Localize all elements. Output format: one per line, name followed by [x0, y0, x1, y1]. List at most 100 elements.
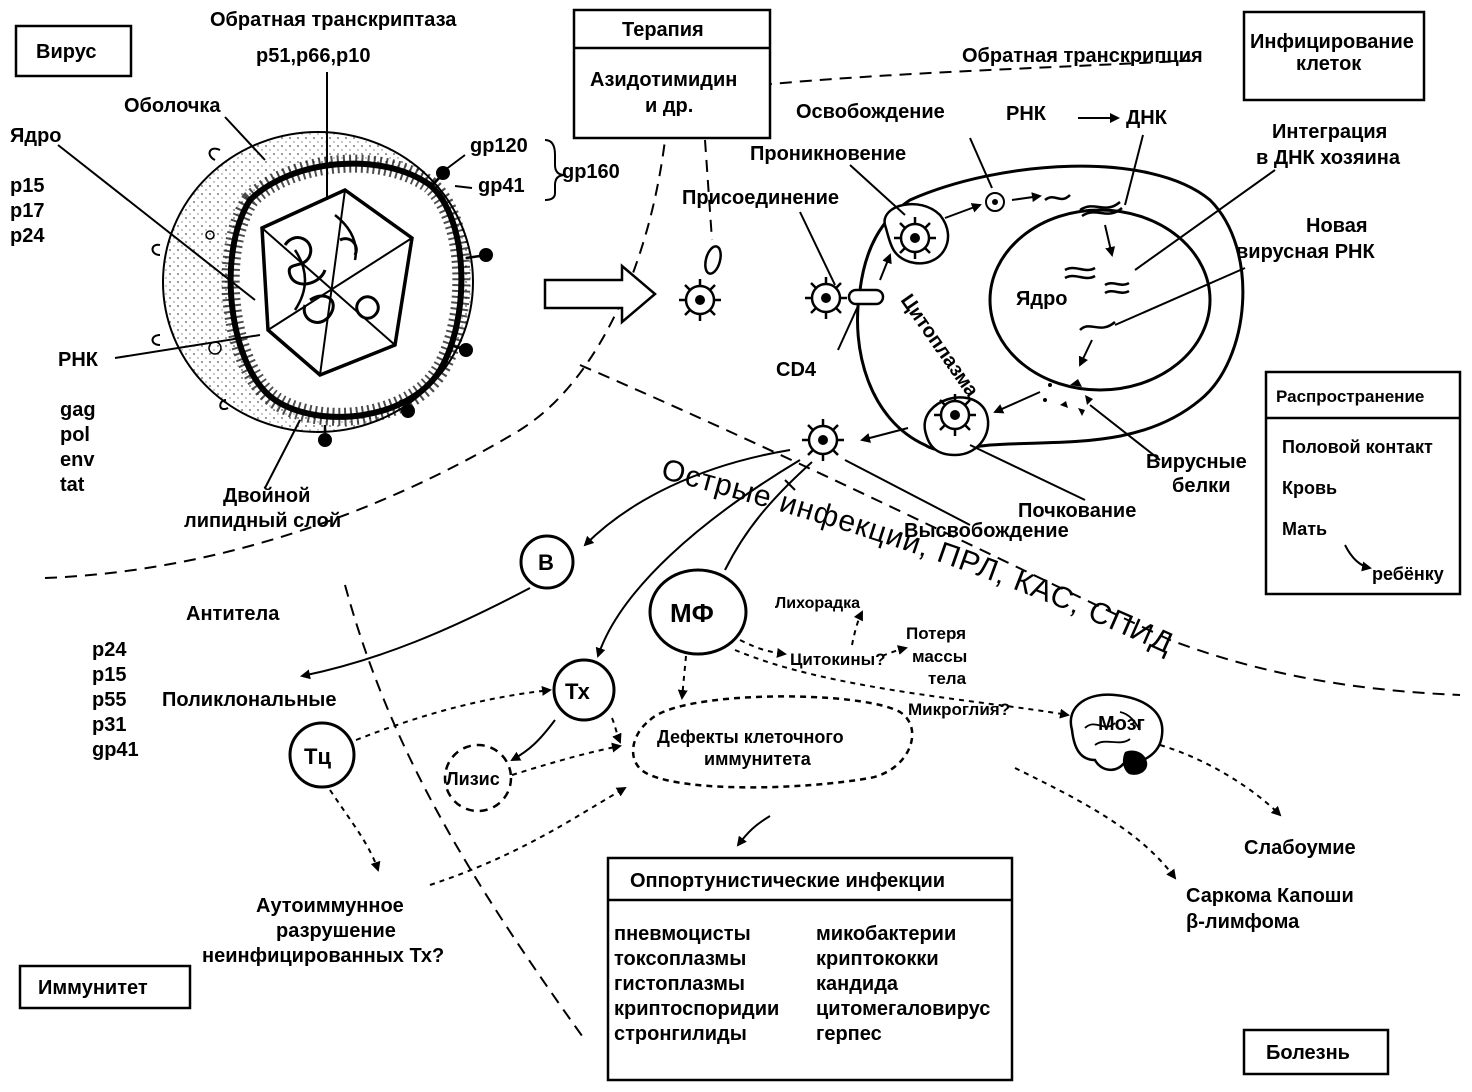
gp41-label: gp41 [478, 175, 525, 197]
virion-leader-lines [57, 72, 473, 489]
cd4-label: CD4 [776, 359, 817, 381]
weight-loss-label-2: массы [912, 647, 967, 666]
gp120-label: gp120 [470, 135, 528, 157]
ab-p55-label: p55 [92, 689, 126, 711]
ab-p15-label: p15 [92, 664, 126, 686]
virus-particles [677, 192, 1005, 463]
polyclonal-label: Поликлональные [162, 689, 337, 711]
oi-right-item: криптококки [816, 948, 939, 970]
lipid-label-1: Двойной [223, 485, 310, 507]
antibodies-label: Антитела [186, 603, 280, 625]
oi-left-item: пневмоцисты [614, 923, 751, 945]
cell-nucleus-label: Ядро [1016, 288, 1068, 310]
cell-arrows [799, 134, 1276, 526]
env-label: env [60, 449, 95, 471]
reverse-transcription-label: Обратная транскрипция [962, 45, 1203, 67]
disease-label: Болезнь [1266, 1042, 1350, 1064]
b-cell-label: B [538, 550, 554, 575]
gp160-label: gp160 [562, 161, 620, 183]
core-label: Ядро [10, 125, 62, 147]
hiv-virion-illustration [151, 131, 493, 447]
viral-proteins-label-1: Вирусные [1146, 451, 1247, 473]
oi-left-item: токсоплазмы [614, 948, 746, 970]
tc-cell [288, 721, 356, 789]
lysis-label: Лизис [446, 769, 500, 789]
entry-arrow [543, 263, 657, 325]
cytokines-label: Цитокины? [790, 650, 885, 669]
macrophage-label: МФ [670, 598, 714, 628]
defects-label-1: Дефекты клеточного [657, 727, 844, 747]
cell-rna-label: РНК [1006, 103, 1047, 125]
cell-infection-label-1: Инфицирование [1250, 31, 1414, 53]
opportunistic-infections-box: Оппортунистические инфекции пневмоцисты … [606, 856, 1014, 1082]
virus-label: Вирус [36, 41, 96, 63]
b-cell [519, 534, 575, 590]
autoimmune-label-1: Аутоиммунное [256, 895, 404, 917]
macrophage-cell [648, 568, 748, 656]
reverse-transcriptase-label: Обратная транскриптаза [210, 9, 457, 31]
host-cell: Ядро Цитоплазма [856, 164, 1245, 452]
therapy-drug: Азидотимидин [590, 69, 737, 91]
microglia-label: Микроглия? [908, 700, 1010, 719]
dementia-label: Слабоумие [1244, 837, 1356, 859]
rna-label: РНК [58, 349, 99, 371]
liberation-label: Высвобождение [904, 520, 1069, 542]
fever-label: Лихорадка [775, 595, 860, 612]
new-rna-label-1: Новая [1306, 215, 1367, 237]
penetration-label: Проникновение [750, 143, 906, 165]
p24-label: p24 [10, 225, 45, 247]
lipid-label-2: липидный слой [184, 510, 341, 532]
defects-label-2: иммунитета [704, 749, 812, 769]
viral-proteins-label-2: белки [1172, 475, 1231, 497]
brain-icon [1069, 693, 1164, 775]
oi-right-item: герпес [816, 1023, 882, 1045]
boundary-therapy [759, 59, 1201, 86]
spread-title: Распространение [1276, 387, 1424, 406]
cell-infection-label-2: клеток [1296, 53, 1362, 75]
release-label: Освобождение [796, 101, 945, 123]
disease-box: Болезнь [1242, 1028, 1390, 1076]
therapy-etc: и др. [645, 95, 693, 117]
gp-brace [544, 139, 566, 201]
opportunistic-title: Оппортунистические инфекции [630, 870, 945, 892]
th-cell [552, 658, 616, 722]
brain-label: Мозг [1098, 713, 1145, 735]
th-cell-label: Тх [565, 679, 591, 704]
ab-p24-label: p24 [92, 639, 127, 661]
boundary-disease [579, 364, 1461, 696]
immune-arrows [300, 449, 1282, 886]
oi-right-item: кандида [816, 973, 899, 995]
budding-label: Почкование [1018, 500, 1136, 522]
ab-gp41-label: gp41 [92, 739, 139, 761]
lysis-cell [443, 743, 513, 813]
mother-child-arrow [1344, 544, 1372, 572]
immunity-box: Иммунитет [18, 964, 192, 1010]
dna-label: ДНК [1126, 107, 1168, 129]
new-rna-label-2: вирусная РНК [1236, 241, 1376, 263]
integration-label-2: в ДНК хозяина [1256, 147, 1401, 169]
oi-left-item: стронгилиды [614, 1023, 747, 1045]
spread-sexual: Половой контакт [1282, 437, 1433, 457]
boundary-virus-immunity [44, 139, 666, 579]
cell-infection-box: Инфицирование клеток [1242, 10, 1426, 102]
spread-box: Распространение Половой контакт Кровь Ма… [1264, 370, 1462, 596]
weight-loss-label-1: Потеря [906, 624, 966, 643]
p17-label: p17 [10, 200, 44, 222]
weight-loss-label-3: тела [928, 669, 967, 688]
attachment-label: Присоединение [682, 187, 839, 209]
therapy-title: Терапия [622, 19, 704, 41]
tat-label: tat [60, 474, 85, 496]
lymphoma-label: β-лимфома [1186, 911, 1300, 933]
kaposi-label: Саркома Капоши [1186, 885, 1354, 907]
spread-blood: Кровь [1282, 478, 1337, 498]
spread-mother: Мать [1282, 519, 1327, 539]
virus-box: Вирус [14, 24, 133, 78]
spread-child: ребёнку [1372, 564, 1444, 584]
oi-right-item: цитомегаловирус [816, 998, 990, 1020]
ab-p31-label: p31 [92, 714, 126, 736]
rt-proteins-label: p51,p66,p10 [256, 45, 371, 67]
therapy-dash [704, 139, 713, 241]
oi-right-item: микобактерии [816, 923, 956, 945]
tc-cell-label: Тц [304, 744, 331, 769]
